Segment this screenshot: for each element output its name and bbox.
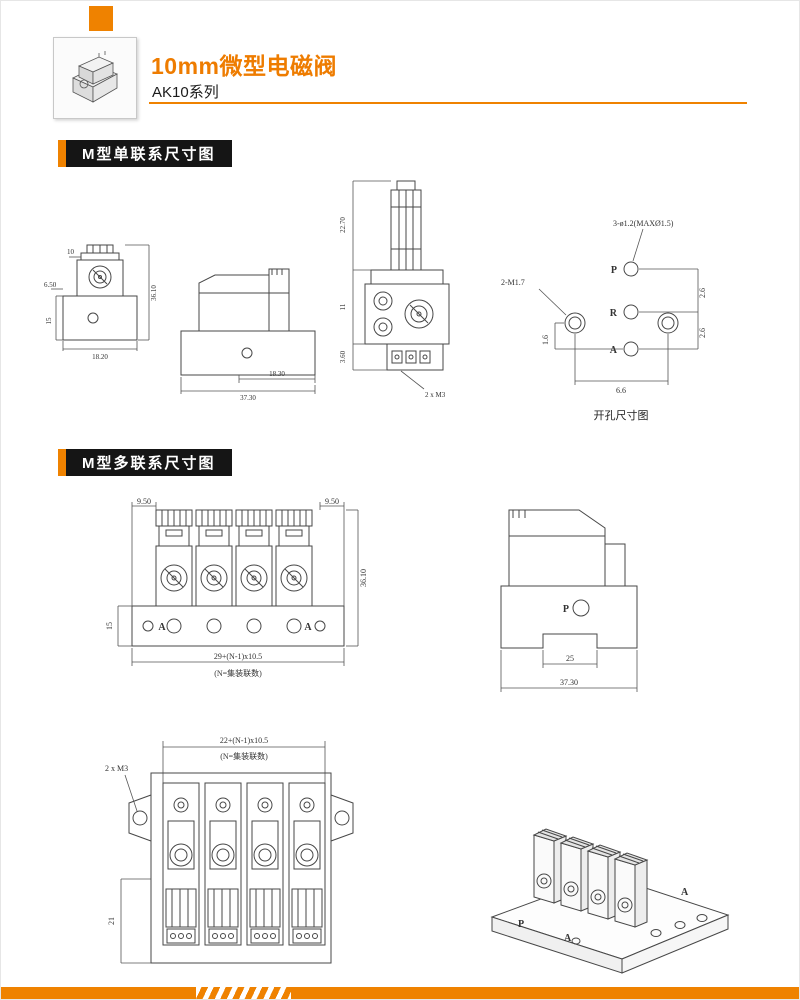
manifold-isometric-view-drawing: A P A — [490, 828, 730, 974]
dim-950-left: 9.50 — [137, 497, 151, 506]
thread-note-2xm3: 2 x M3 — [425, 391, 446, 399]
single-vertical-outline — [364, 180, 450, 371]
dim-16: 1.6 — [541, 335, 550, 345]
section-accent-bar — [58, 449, 66, 476]
single-side-dimensions: 18.30 37.30 — [180, 370, 316, 402]
dim-26-lower: 2.6 — [698, 328, 707, 338]
single-side-view-drawing: 18.30 37.30 — [180, 268, 316, 402]
manifold-bottom-plate — [128, 772, 354, 964]
dim-25: 25 — [566, 654, 574, 663]
manifold-front-base — [131, 605, 345, 647]
dim-3610: 36.10 — [150, 285, 158, 301]
section-title-multi: M型多联系尺寸图 — [66, 449, 232, 476]
dim-pitch: 29+(N-1)x10.5 — [214, 652, 262, 661]
dim-10: 10 — [67, 248, 75, 256]
page-subtitle: AK10系列 — [152, 84, 219, 101]
manifold-side-view-drawing: P 25 37.30 — [500, 509, 638, 692]
iso-label-p: P — [518, 919, 524, 930]
manifold-bottom-valves — [162, 782, 326, 946]
pitch-note: (N=集装联数) — [214, 668, 262, 678]
single-side-outline — [180, 268, 316, 376]
dim-2270: 22.70 — [339, 217, 347, 233]
hole-pattern-dimensions: 3-ø1.2(MAXØ1.5) 2-M1.7 P R A 2.6 2.6 1.6… — [501, 219, 707, 422]
section-header-multi: M型多联系尺寸图 — [58, 449, 232, 476]
dim-66: 6.6 — [616, 386, 626, 395]
port-label-p: P — [611, 265, 617, 276]
manifold-bottom-dimensions-left: 2 x M3 21 — [105, 764, 151, 964]
single-vertical-dimensions: 22.70 11 3.60 2 x M3 — [339, 180, 446, 399]
pitch-note: (N=集装联数) — [220, 751, 268, 761]
manifold-front-view-drawing: 9.50 9.50 36.10 15 A A 29+(N-1)x10.5 (N=… — [105, 497, 368, 678]
footer-bar — [1, 987, 799, 999]
dim-650: 6.50 — [44, 281, 57, 289]
manifold-front-valves — [155, 509, 313, 607]
manifold-side-outline — [500, 509, 638, 649]
section-title-single: M型单联系尺寸图 — [66, 140, 232, 167]
section-header-single: M型单联系尺寸图 — [58, 140, 232, 167]
dim-26-upper: 2.6 — [698, 288, 707, 298]
header-accent-square — [89, 6, 113, 31]
dim-3730: 37.30 — [560, 678, 578, 687]
single-vertical-view-drawing: 22.70 11 3.60 2 x M3 — [339, 180, 450, 399]
iso-labels: A P A — [518, 887, 689, 944]
port-label-p: P — [563, 604, 569, 615]
hole-pattern-caption: 开孔尺寸图 — [594, 408, 649, 422]
dim-360: 3.60 — [339, 350, 347, 363]
note-3-holes: 3-ø1.2(MAXØ1.5) — [613, 219, 674, 228]
hole-pattern-holes — [564, 261, 679, 357]
thread-note-2xm3: 2 x M3 — [105, 764, 128, 773]
dim-15: 15 — [45, 317, 53, 325]
iso-label-a-right: A — [681, 887, 689, 898]
note-2-m17: 2-M1.7 — [501, 278, 525, 287]
manifold-bottom-dimensions-top: 22+(N-1)x10.5 (N=集装联数) — [162, 736, 326, 783]
product-thumbnail — [53, 37, 137, 119]
product-thumbnail-sketch — [72, 51, 118, 103]
page-title: 10mm微型电磁阀 — [151, 53, 337, 79]
manifold-side-dimensions: P 25 37.30 — [500, 604, 638, 692]
dim-21: 21 — [107, 917, 116, 925]
header-rule — [149, 102, 747, 104]
dim-pitch: 22+(N-1)x10.5 — [220, 736, 268, 745]
manifold-front-dimensions: 9.50 9.50 36.10 15 A A 29+(N-1)x10.5 (N=… — [105, 497, 368, 678]
single-front-dimensions: 10 6.50 15 18.20 36.10 — [44, 244, 158, 361]
dim-11: 11 — [339, 303, 347, 310]
section-accent-bar — [58, 140, 66, 167]
dim-15: 15 — [105, 622, 114, 630]
dim-1830: 18.30 — [269, 370, 285, 378]
dim-3610: 36.10 — [359, 569, 368, 587]
iso-label-a-front: A — [564, 933, 572, 944]
manifold-bottom-view-drawing: 22+(N-1)x10.5 (N=集装联数) — [105, 736, 354, 964]
footer-stripes — [196, 987, 291, 999]
port-label-r: R — [610, 308, 618, 319]
dim-950-right: 9.50 — [325, 497, 339, 506]
port-label-a-left: A — [158, 622, 166, 633]
single-front-view-drawing: 10 6.50 15 18.20 36.10 — [44, 244, 158, 361]
single-front-outline — [62, 244, 138, 341]
dim-1820: 18.20 — [92, 353, 108, 361]
hole-pattern-drawing: 3-ø1.2(MAXØ1.5) 2-M1.7 P R A 2.6 2.6 1.6… — [501, 219, 707, 422]
port-label-a-right: A — [304, 622, 312, 633]
dim-3730: 37.30 — [240, 394, 256, 402]
iso-valves — [532, 828, 649, 928]
port-label-a: A — [610, 345, 618, 356]
